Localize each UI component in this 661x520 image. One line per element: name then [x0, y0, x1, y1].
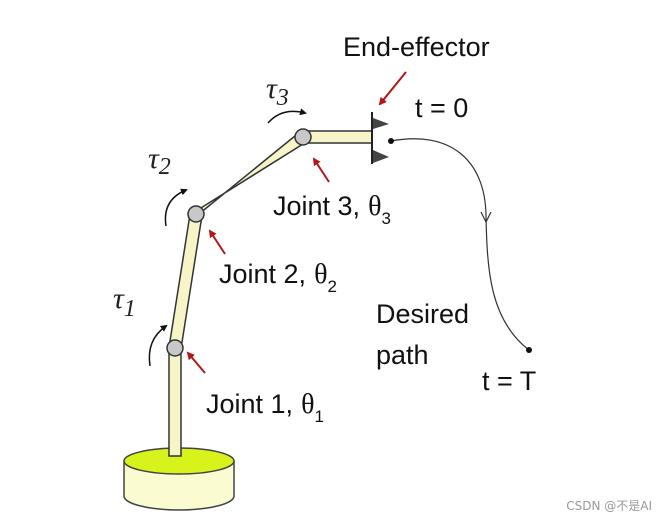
torque-3-label: τ3 — [266, 72, 289, 111]
torque-2-arrow — [164, 188, 188, 227]
link-base — [168, 347, 182, 457]
joint-3-circle — [294, 128, 312, 146]
desired-path-direction-arrow — [480, 211, 492, 224]
end-effector-pointer-arrow — [378, 71, 407, 106]
joint-2-label: Joint 2,θ2 — [219, 259, 337, 296]
joint-2-pointer-arrow — [208, 229, 226, 255]
watermark: CSDN @不是AI — [566, 499, 652, 513]
joint-1-label: Joint 1,θ1 — [206, 389, 324, 426]
joint-3-label: Joint 3,θ3 — [273, 191, 391, 228]
t-start-label: t = 0 — [415, 93, 468, 123]
desired-path-label-line2: path — [376, 340, 429, 370]
end-effector-gripper — [371, 112, 389, 164]
torque-1-label: τ1 — [113, 282, 136, 322]
torque-1-arrow — [148, 324, 168, 367]
torque-2-label: τ2 — [148, 142, 171, 180]
joint-1-circle — [166, 339, 184, 357]
desired-path-label-line1: Desired — [376, 299, 469, 329]
desired-path-curve — [390, 138, 530, 351]
t-end-label: t = T — [482, 366, 536, 396]
path-end-point — [526, 347, 532, 353]
link-3 — [302, 130, 373, 144]
robot-base — [123, 447, 235, 511]
joint-3-pointer-arrow — [312, 157, 330, 183]
path-start-point — [388, 138, 394, 144]
joint-1-pointer-arrow — [186, 351, 206, 374]
torque-3-arrow — [267, 108, 307, 124]
end-effector-label: End-effector — [343, 32, 490, 62]
link-1 — [168, 212, 203, 351]
joint-2-circle — [187, 205, 205, 223]
